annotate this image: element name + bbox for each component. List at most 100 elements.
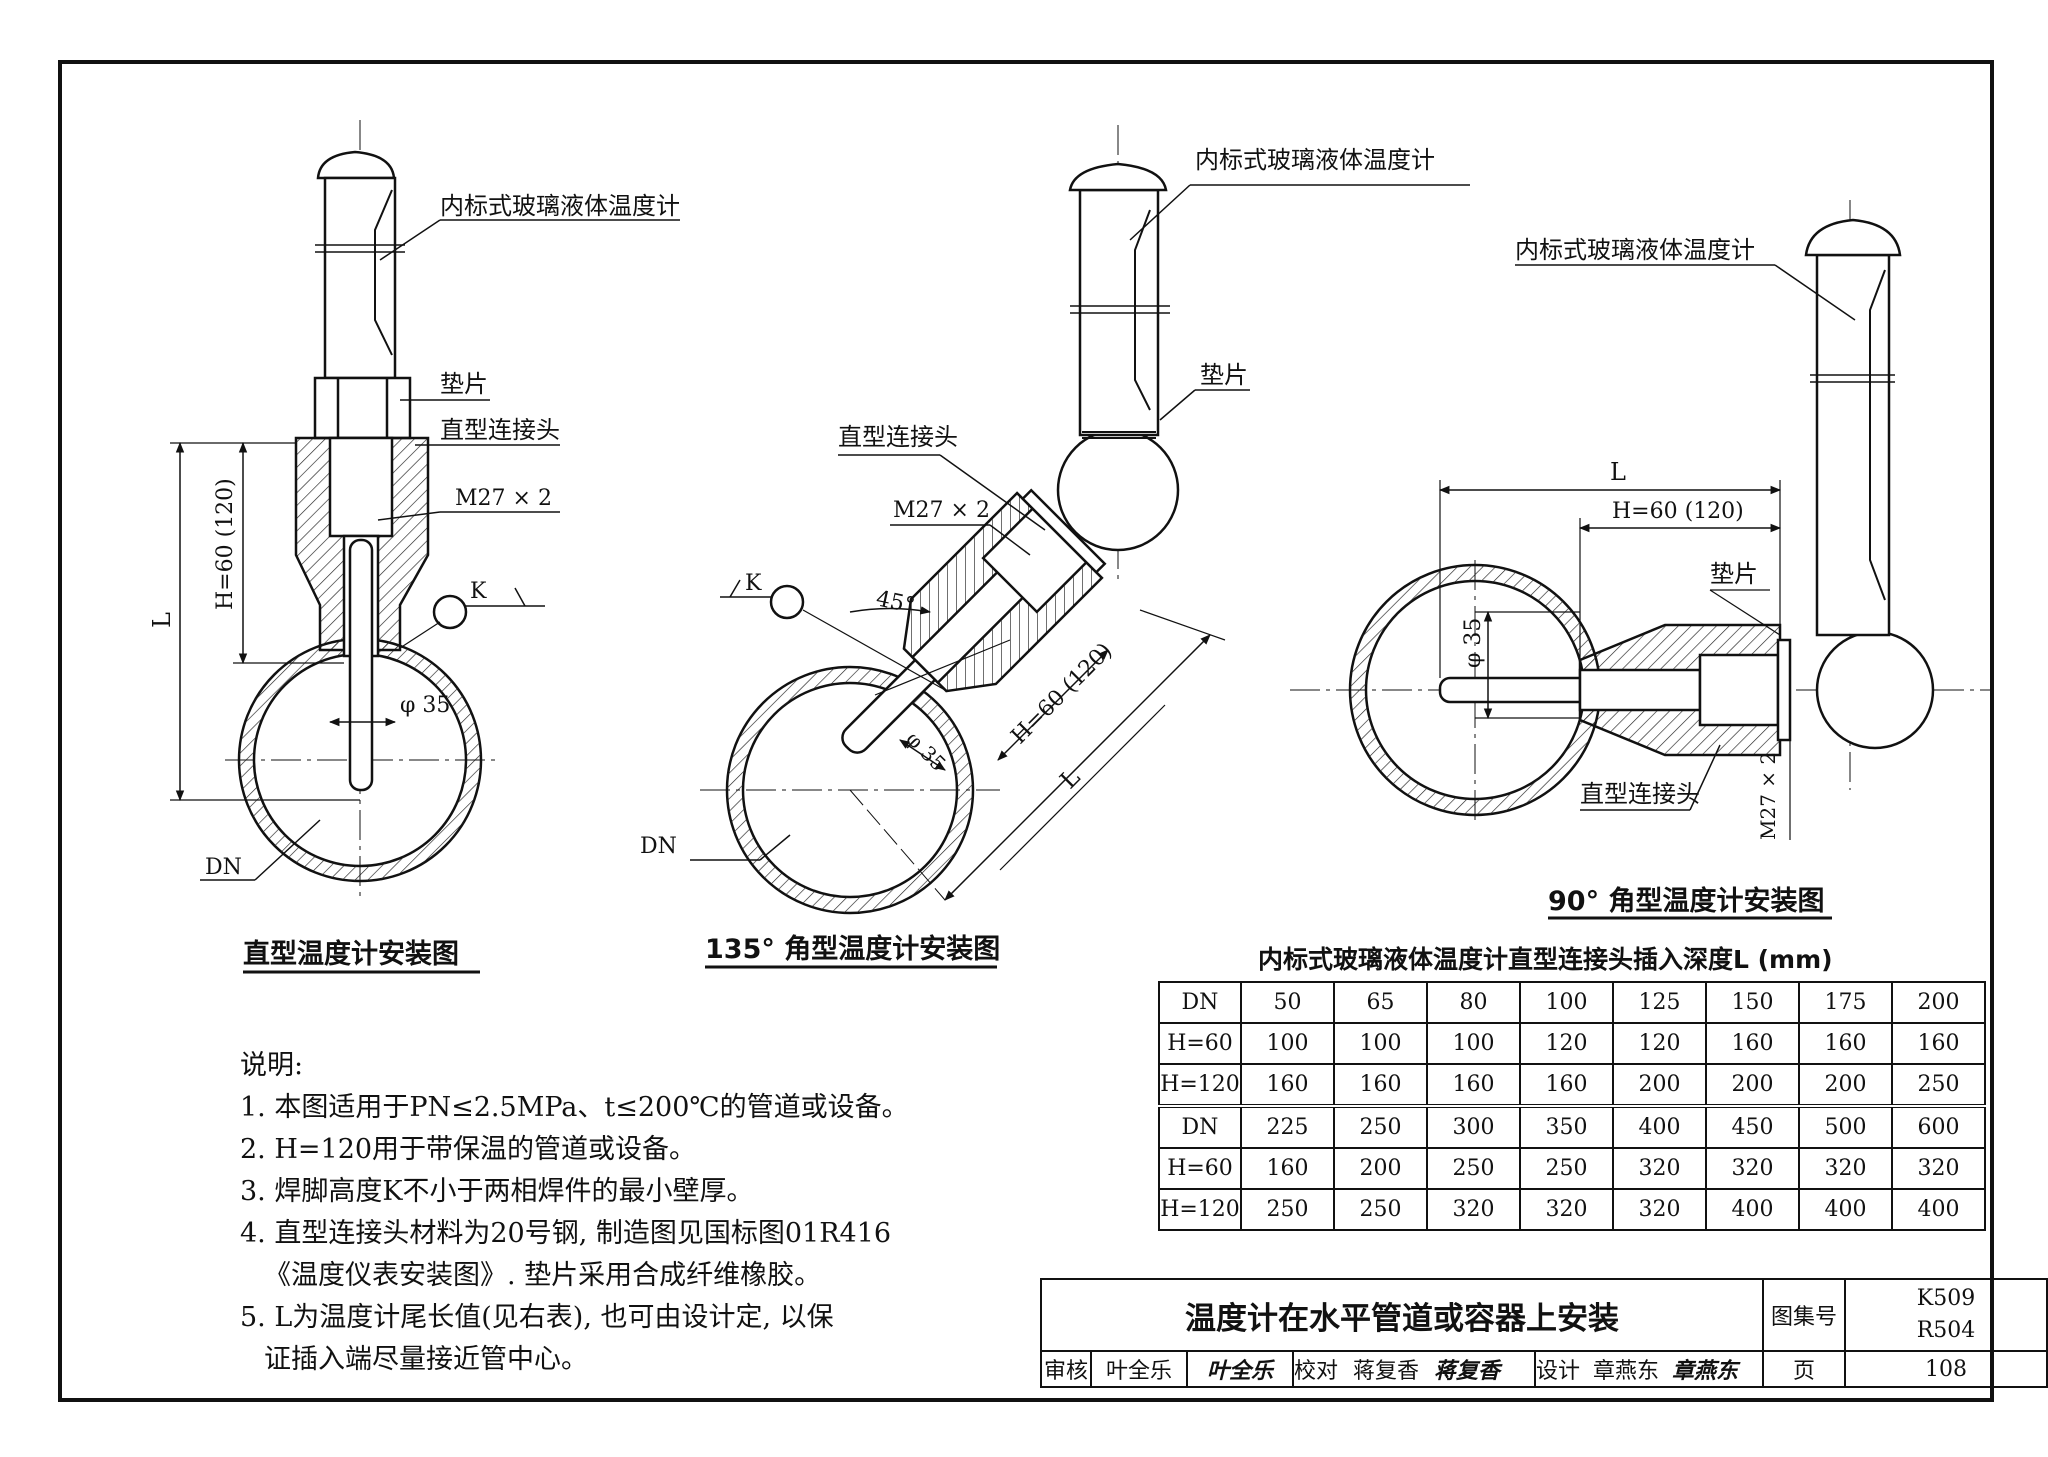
- straight-height-label: H=60 (120): [213, 478, 238, 610]
- thermometer-cap: [1804, 218, 1902, 257]
- table-cell: 350: [1519, 1104, 1614, 1149]
- table-cell: 200: [1705, 1063, 1800, 1107]
- table-cell: 160: [1426, 1063, 1521, 1107]
- table-cell: 400: [1891, 1188, 1986, 1231]
- table-cell: 250: [1519, 1147, 1614, 1190]
- angle90-diameter-label: φ 35: [1461, 618, 1486, 668]
- straight-length-label: L: [148, 612, 176, 628]
- table-cell: 160: [1519, 1063, 1614, 1107]
- reviewer-name: 叶全乐: [1090, 1350, 1188, 1388]
- checker-name: 蒋复香: [1353, 1359, 1420, 1384]
- note-item: 1. 本图适用于PN≤2.5MPa、t≤200℃的管道或设备。: [240, 1092, 909, 1123]
- angle135-gasket-label: 垫片: [1200, 361, 1248, 389]
- angle135-thermometer-diagram: [690, 125, 1470, 915]
- table-cell: 500: [1798, 1104, 1893, 1149]
- checker-signature: 蒋复香: [1434, 1358, 1501, 1384]
- angle90-diagram-labels: 内标式玻璃液体温度计 L H=60 (120) 垫片 φ 35 直型连接头 M2…: [1461, 236, 1832, 920]
- note-item: 2. H=120用于带保温的管道或设备。: [240, 1134, 697, 1165]
- table-cell: 160: [1798, 1022, 1893, 1065]
- table-cell: 400: [1705, 1188, 1800, 1231]
- angle90-thread-label: M27 × 2: [1756, 752, 1780, 840]
- table-row-header: H=60: [1158, 1147, 1242, 1190]
- design-label: 设计: [1536, 1359, 1581, 1384]
- table-cell: 300: [1426, 1104, 1521, 1149]
- notes-heading: 说明:: [240, 1050, 304, 1081]
- table-row-header: H=120: [1158, 1188, 1242, 1231]
- table-cell: 100: [1333, 1022, 1428, 1065]
- straight-thermometer-label: 内标式玻璃液体温度计: [440, 192, 680, 220]
- straight-connector-label: 直型连接头: [440, 416, 560, 444]
- angle135-thermometer-label: 内标式玻璃液体温度计: [1195, 146, 1435, 174]
- table-cell: 120: [1519, 1022, 1614, 1065]
- table-cell: 320: [1612, 1188, 1707, 1231]
- angle90-gasket-label: 垫片: [1710, 560, 1758, 588]
- table-cell: 250: [1333, 1104, 1428, 1149]
- straight-thermometer-diagram: [170, 120, 680, 900]
- atlas-label: 图集号: [1762, 1278, 1846, 1352]
- table-cell: 320: [1798, 1147, 1893, 1190]
- elbow-ball: [1815, 630, 1935, 750]
- design-cell: 设计 章燕东 章燕东: [1534, 1350, 1764, 1388]
- table-cell: 320: [1426, 1188, 1521, 1231]
- thermometer-cap: [316, 150, 396, 180]
- table-row-header: H=60: [1158, 1022, 1242, 1065]
- table-cell: 400: [1612, 1104, 1707, 1149]
- angle135-caption: 135° 角型温度计安装图: [705, 933, 1000, 965]
- angle135-pipe-label: DN: [640, 834, 677, 859]
- table-cell: 320: [1519, 1188, 1614, 1231]
- note-item: 5. L为温度计尾长值(见右表), 也可由设计定, 以保: [240, 1302, 834, 1333]
- thermometer-cap: [1068, 162, 1168, 192]
- reviewer-signature: 叶全乐: [1186, 1350, 1294, 1388]
- table-cell: 100: [1519, 981, 1614, 1024]
- elbow-ball: [1056, 428, 1180, 552]
- sheet-border: [58, 60, 1994, 1402]
- note-item: 3. 焊脚高度K不小于两相焊件的最小壁厚。: [240, 1176, 754, 1207]
- review-label: 审核: [1040, 1350, 1092, 1388]
- angle90-length-label: L: [1610, 458, 1626, 486]
- check-label: 校对: [1294, 1359, 1339, 1384]
- atlas-code: K509: [1916, 1286, 1976, 1311]
- angle90-thermometer-diagram: [1290, 200, 1990, 840]
- hex-nut: [313, 376, 412, 440]
- angle135-angle-label: 45°: [874, 586, 917, 619]
- table-cell: 250: [1891, 1063, 1986, 1107]
- table-cell: 320: [1705, 1147, 1800, 1190]
- angle90-caption: 90° 角型温度计安装图: [1548, 885, 1824, 917]
- atlas-code: R504: [1916, 1318, 1976, 1343]
- table-cell: 160: [1333, 1063, 1428, 1107]
- table-cell: 50: [1240, 981, 1335, 1024]
- table-title: 内标式玻璃液体温度计直型连接头插入深度L (mm): [1258, 945, 1833, 974]
- table-cell: 450: [1705, 1104, 1800, 1149]
- table-cell: 100: [1426, 1022, 1521, 1065]
- title-block: 温度计在水平管道或容器上安装 图集号 K509 R504 审核 叶全乐 叶全乐 …: [1040, 1278, 2048, 1388]
- note-item: 证插入端尽量接近管中心。: [264, 1344, 588, 1375]
- table-cell: 175: [1798, 981, 1893, 1024]
- notes: 说明: 1. 本图适用于PN≤2.5MPa、t≤200℃的管道或设备。 2. H…: [240, 1045, 1000, 1381]
- table-cell: 320: [1612, 1147, 1707, 1190]
- angle90-thermometer-label: 内标式玻璃液体温度计: [1515, 236, 1755, 264]
- table-cell: 150: [1705, 981, 1800, 1024]
- table-cell: 400: [1798, 1188, 1893, 1231]
- angle135-thread-label: M27 × 2: [893, 498, 990, 523]
- table-row-header: DN: [1158, 1104, 1242, 1149]
- angle135-weld-label: K: [745, 571, 762, 596]
- page-label: 页: [1762, 1350, 1846, 1388]
- thermometer-probe: [348, 538, 374, 792]
- table-cell: 320: [1891, 1147, 1986, 1190]
- straight-gasket-label: 垫片: [440, 370, 488, 398]
- straight-caption: 直型温度计安装图: [243, 938, 459, 970]
- note-item: 《温度仪表安装图》. 垫片采用合成纤维橡胶。: [264, 1260, 822, 1291]
- straight-diagram-labels: 内标式玻璃液体温度计 垫片 直型连接头 M27 × 2 K φ 35 DN H=…: [148, 192, 680, 974]
- table-cell: 200: [1333, 1147, 1428, 1190]
- check-cell: 校对 蒋复香 蒋复香: [1292, 1350, 1536, 1388]
- straight-weld-label: K: [470, 579, 487, 604]
- note-item: 4. 直型连接头材料为20号钢, 制造图见国标图01R416: [240, 1218, 892, 1249]
- table-cell: 160: [1891, 1022, 1986, 1065]
- atlas-number: K509 R504: [1844, 1278, 2048, 1352]
